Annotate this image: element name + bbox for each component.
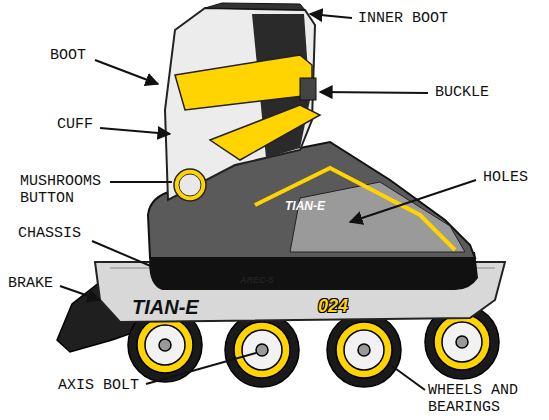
brand-text: TIAN-E: [285, 200, 325, 212]
part-label: MUSHROOMS BUTTON: [20, 173, 106, 207]
model-number: 024: [318, 297, 348, 315]
part-label: INNER BOOT: [358, 10, 448, 27]
part-label: CHASSIS: [18, 225, 81, 242]
part-label: AXIS BOLT: [58, 377, 139, 394]
part-label: BRAKE: [8, 275, 53, 292]
brand-text: TIAN-E: [132, 297, 199, 317]
model-text: AREC-5: [240, 276, 274, 285]
part-label: BOOT: [50, 47, 86, 64]
part-label: WHEELS AND BEARINGS: [428, 382, 528, 416]
part-label: CUFF: [57, 116, 93, 133]
part-label: HOLES: [483, 169, 528, 186]
part-label: BUCKLE: [435, 84, 489, 101]
